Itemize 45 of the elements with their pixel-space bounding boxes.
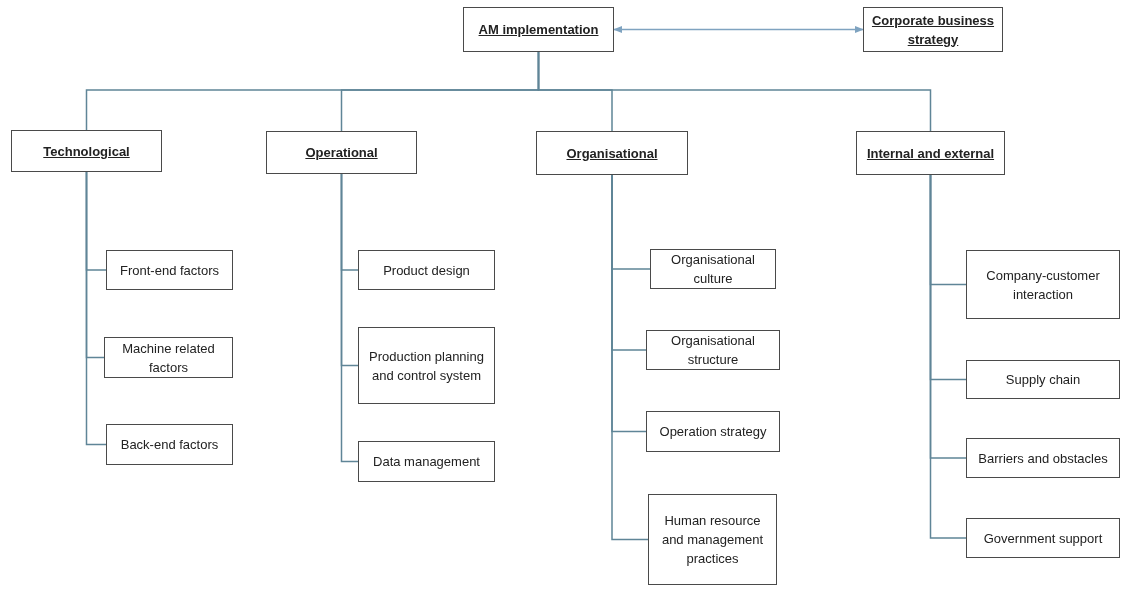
factor-box xyxy=(106,424,233,465)
arrow xyxy=(613,25,864,34)
node-label: Front-end factors xyxy=(120,261,219,280)
node-label: Internal and external xyxy=(866,144,995,163)
node-label: Human resource and management practices xyxy=(660,512,765,568)
node-label: AM implementation xyxy=(478,21,599,39)
factor-box xyxy=(646,330,780,370)
node-label: Machine related factors xyxy=(121,339,216,377)
node-label: Organisational xyxy=(566,144,658,163)
category-box xyxy=(266,131,417,174)
node-label: Technological xyxy=(43,142,130,161)
factor-box xyxy=(650,249,776,289)
node-label: Organisational culture xyxy=(670,251,756,288)
factor-box xyxy=(358,441,495,482)
node-label: Government support xyxy=(983,529,1103,548)
node-label: Product design xyxy=(383,261,470,280)
node-label: Barriers and obstacles xyxy=(978,449,1108,468)
category-box xyxy=(11,130,162,172)
node-label: Operation strategy xyxy=(659,423,767,441)
node-label: Data management xyxy=(373,453,480,471)
node-label: Organisational structure xyxy=(670,332,756,369)
factor-box xyxy=(358,250,495,290)
connector-line xyxy=(929,174,967,539)
factor-box xyxy=(966,250,1120,319)
factor-box xyxy=(106,250,233,290)
factor-box xyxy=(966,518,1120,558)
node-label: Corporate business strategy xyxy=(870,11,996,49)
factor-box xyxy=(648,494,777,585)
node-label: Company-customer interaction xyxy=(985,266,1101,304)
node-label: Supply chain xyxy=(1005,371,1081,389)
node-label: Operational xyxy=(305,144,378,162)
category-box xyxy=(856,131,1005,175)
factor-box xyxy=(646,411,780,452)
factor-box xyxy=(358,327,495,404)
category-box xyxy=(536,131,688,175)
connector-line xyxy=(85,171,107,446)
connector-line xyxy=(537,51,932,132)
factor-box xyxy=(104,337,233,378)
connector-line xyxy=(340,173,359,463)
category-box xyxy=(463,7,614,52)
node-label: Production planning and control system xyxy=(368,347,485,385)
node-label: Back-end factors xyxy=(120,436,219,454)
factor-box xyxy=(966,360,1120,399)
category-box xyxy=(863,7,1003,52)
factor-box xyxy=(966,438,1120,478)
